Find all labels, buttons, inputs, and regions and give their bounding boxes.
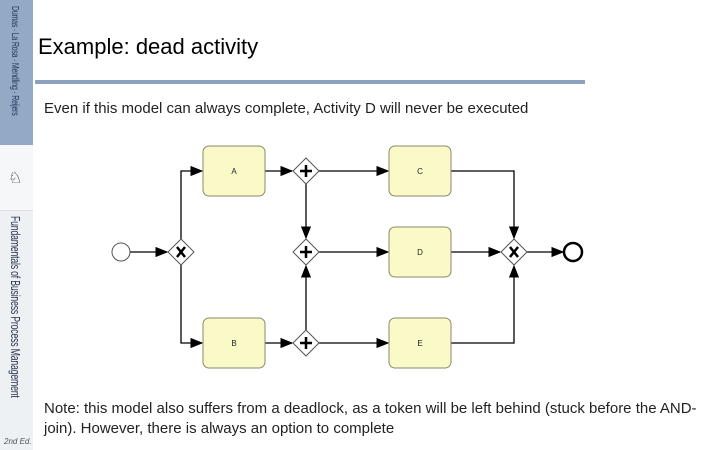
- task-b-label: B: [231, 339, 236, 348]
- sidebar-banner: [0, 0, 33, 145]
- book-title: Fundamentals of Business Process Managem…: [8, 216, 22, 398]
- task-e-label: E: [417, 339, 422, 348]
- plus-icon: [300, 165, 312, 177]
- slide-note: Note: this model also suffers from a dea…: [44, 400, 697, 437]
- edition-label: 2nd Ed.: [4, 437, 32, 446]
- sidebar-logo-area: [0, 145, 33, 211]
- flow: [451, 170, 520, 240]
- flow: [180, 265, 204, 349]
- task-e: [388, 317, 452, 369]
- plus-icon: [300, 246, 312, 258]
- task-c: [388, 145, 452, 197]
- start-event: [111, 242, 131, 262]
- end-event: [562, 241, 584, 263]
- task-a: [202, 145, 266, 197]
- task-c-label: C: [417, 167, 423, 176]
- task-b: [202, 317, 266, 369]
- task-d: [388, 226, 452, 278]
- flow: [451, 264, 520, 344]
- flow: [180, 165, 204, 239]
- task-d-label: D: [417, 248, 423, 257]
- slide-title: Example: dead activity: [38, 34, 259, 59]
- plus-icon: [300, 337, 312, 349]
- sidebar: Dumas · La Rosa · Mendling · Reijers ♘ F…: [0, 0, 33, 450]
- x-icon: [176, 246, 186, 258]
- task-a-label: A: [231, 167, 237, 176]
- authors-label: Dumas · La Rosa · Mendling · Reijers: [9, 6, 20, 116]
- chess-knight-logo-icon: ♘: [8, 170, 23, 187]
- x-icon: [509, 246, 519, 258]
- title-divider: [35, 80, 585, 84]
- slide-subtitle: Even if this model can always complete, …: [44, 100, 529, 117]
